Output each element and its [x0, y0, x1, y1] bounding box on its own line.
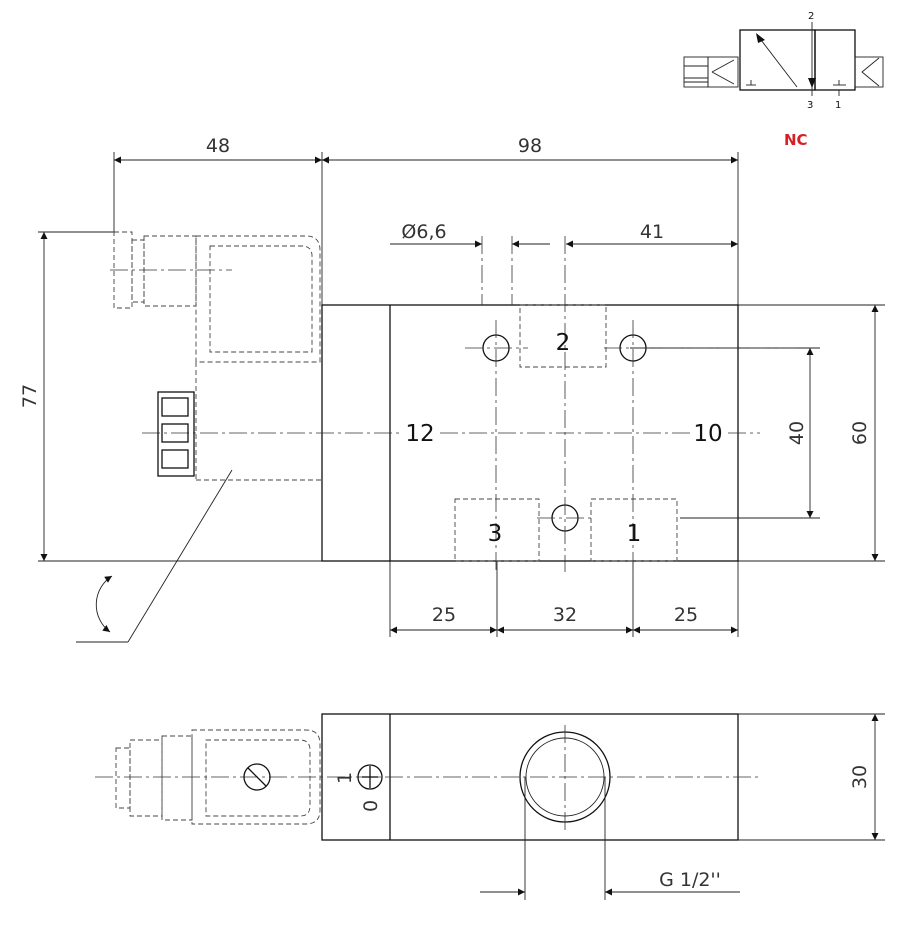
normally-closed-label: NC [784, 131, 808, 149]
dim-60: 60 [849, 421, 871, 445]
dim-32: 32 [553, 604, 577, 626]
dim-30: 30 [849, 765, 871, 789]
port-2: 2 [556, 330, 571, 356]
symbol-port-2: 2 [808, 11, 814, 22]
side-view: G 1/2'' 1 0 30 [95, 713, 885, 900]
port-10: 10 [693, 421, 722, 447]
port-3: 3 [488, 521, 503, 547]
switch-off-label: 0 [360, 800, 382, 812]
dim-77: 77 [19, 384, 41, 408]
valve-symbol: 2 3 1 NC [683, 11, 884, 149]
dim-25-left: 25 [432, 604, 456, 626]
port-1: 1 [627, 521, 642, 547]
dim-98: 98 [518, 135, 542, 157]
thread-size: G 1/2'' [659, 869, 721, 891]
port-12: 12 [405, 421, 434, 447]
switch-on-label: 1 [334, 772, 356, 784]
dim-48: 48 [206, 135, 230, 157]
dim-25-right: 25 [674, 604, 698, 626]
front-view: 48 98 Ø6,6 41 77 40 60 25 32 25 [19, 135, 885, 643]
dim-hole-diameter: Ø6,6 [401, 221, 446, 243]
manual-override-switch [357, 764, 383, 790]
dim-41: 41 [640, 221, 664, 243]
dim-40: 40 [786, 421, 808, 445]
symbol-port-1: 1 [835, 100, 841, 111]
connector-screw [243, 763, 271, 791]
symbol-port-3: 3 [807, 100, 813, 111]
